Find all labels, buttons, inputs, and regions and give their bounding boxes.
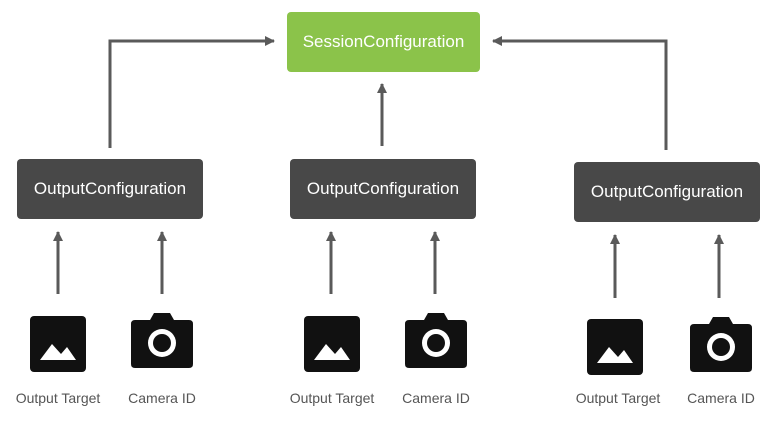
output-configuration-box-1: OutputConfiguration	[17, 159, 203, 219]
arrow-oc3-to-session	[492, 36, 668, 150]
output-target-caption-3: Output Target	[575, 390, 661, 406]
output-configuration-box-2: OutputConfiguration	[290, 159, 476, 219]
camera-id-caption-1: Camera ID	[128, 390, 196, 406]
output-target-caption-1: Output Target	[15, 390, 101, 406]
camera-icon	[405, 312, 467, 368]
camera-icon	[131, 312, 193, 368]
image-icon	[304, 316, 360, 372]
camera-id-caption-2: Camera ID	[402, 390, 470, 406]
camera-id-caption-3: Camera ID	[687, 390, 755, 406]
image-icon	[587, 319, 643, 375]
output-target-caption-2: Output Target	[289, 390, 375, 406]
session-configuration-box: SessionConfiguration	[287, 12, 480, 72]
image-icon	[30, 316, 86, 372]
arrow-oc1-to-session	[108, 36, 275, 148]
output-configuration-box-3: OutputConfiguration	[574, 162, 760, 222]
camera-icon	[690, 316, 752, 372]
